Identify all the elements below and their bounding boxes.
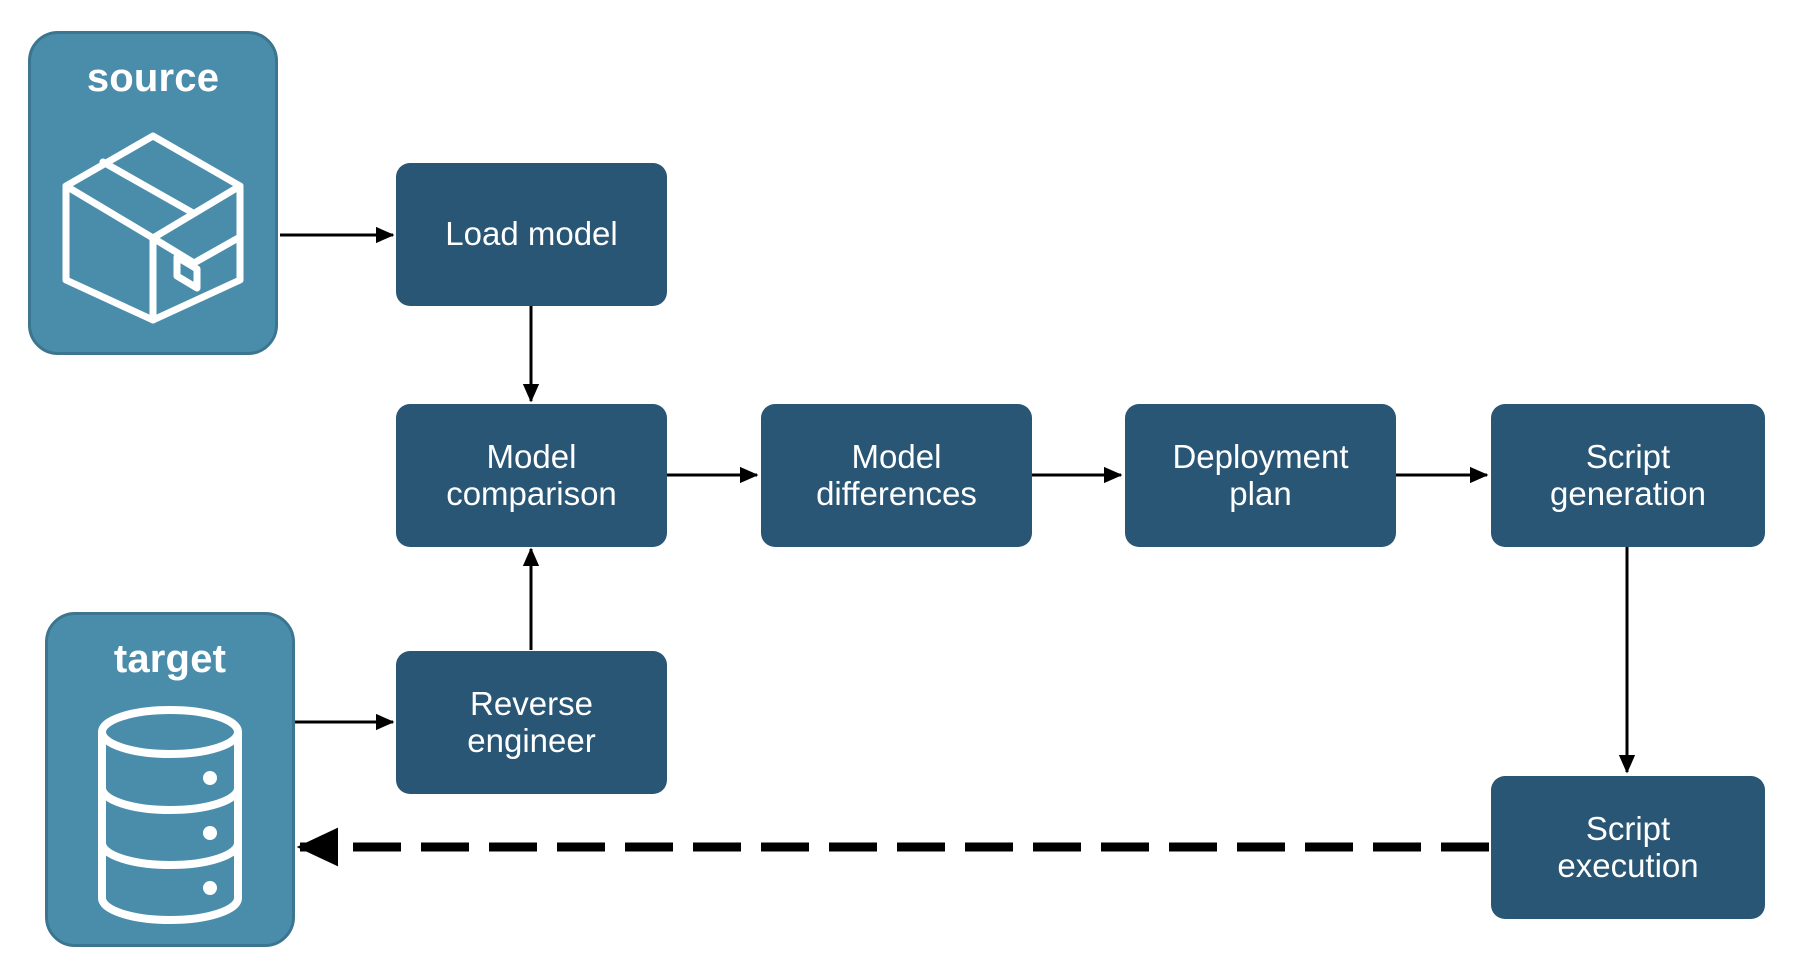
endpoint-card-source[interactable]: source xyxy=(28,31,278,355)
process-box-script-execution[interactable]: Script execution xyxy=(1491,776,1765,919)
process-label-model-comparison: Model comparison xyxy=(446,437,617,512)
process-label-reverse-engineer: Reverse engineer xyxy=(467,684,596,759)
process-box-script-generation[interactable]: Script generation xyxy=(1491,404,1765,547)
endpoint-label-target: target xyxy=(113,637,227,681)
process-label-script-execution: Script execution xyxy=(1557,809,1699,884)
process-label-model-differences: Model differences xyxy=(816,437,977,512)
endpoint-card-target[interactable]: target xyxy=(45,612,295,947)
process-box-load-model[interactable]: Load model xyxy=(396,163,667,306)
process-label-script-generation: Script generation xyxy=(1550,437,1706,512)
endpoint-label-source: source xyxy=(86,56,220,100)
process-box-deployment-plan[interactable]: Deployment plan xyxy=(1125,404,1396,547)
package-box-icon xyxy=(31,104,275,352)
process-box-reverse-engineer[interactable]: Reverse engineer xyxy=(396,651,667,794)
database-cylinder-icon xyxy=(48,685,292,944)
process-box-model-comparison[interactable]: Model comparison xyxy=(396,404,667,547)
process-label-deployment-plan: Deployment plan xyxy=(1172,437,1349,512)
process-label-load-model: Load model xyxy=(445,215,618,253)
process-box-model-differences[interactable]: Model differences xyxy=(761,404,1032,547)
